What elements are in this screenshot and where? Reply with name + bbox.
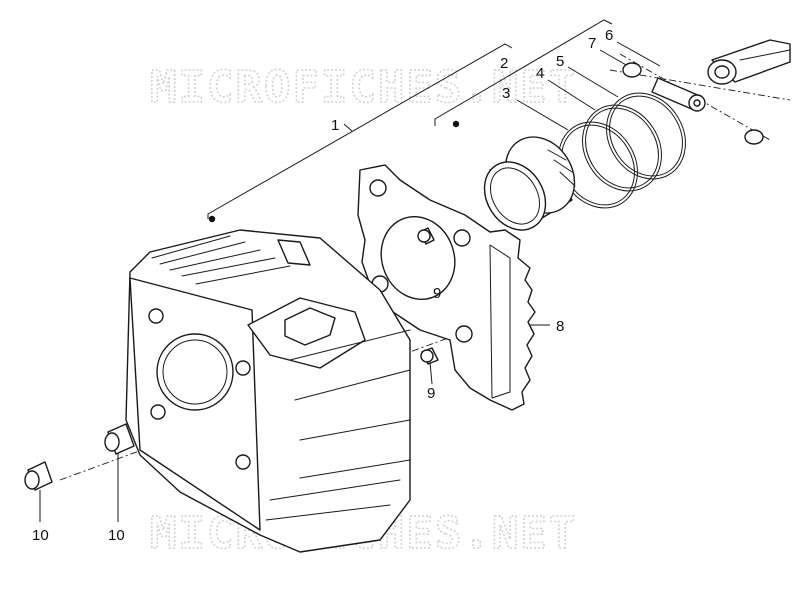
cylinder-block (125, 229, 411, 553)
callout-8: 8 (556, 318, 564, 335)
piston-ring-2 (582, 104, 662, 192)
callout-3: 3 (502, 85, 510, 102)
bracket-group-2 (434, 19, 613, 128)
callout-10-right: 10 (108, 527, 125, 544)
connecting-rod-end (707, 39, 791, 85)
leader-9b (429, 361, 433, 385)
callout-9-upper: 9 (433, 285, 441, 302)
callout-10-left: 10 (32, 527, 49, 544)
dowel-lower (420, 347, 439, 365)
leader-1 (343, 123, 353, 132)
piston-pin (651, 77, 706, 112)
callout-7: 7 (588, 35, 596, 52)
leader-7 (599, 49, 629, 67)
pin-clip-upper (622, 62, 642, 78)
callout-4: 4 (536, 65, 544, 82)
piston (483, 136, 576, 231)
watermark-top: MICROFICHES.NET (150, 62, 577, 113)
leader-5 (567, 66, 619, 98)
pin-clip-lower (744, 129, 764, 145)
callout-5: 5 (556, 53, 564, 70)
stud-nut-left (24, 461, 53, 491)
callout-2: 2 (500, 55, 508, 72)
leader-4 (547, 79, 596, 111)
axis-pin-line (609, 69, 791, 101)
callout-6: 6 (605, 27, 613, 44)
bracket-group-1 (207, 43, 513, 223)
leader-6 (616, 41, 661, 67)
stud-nut-right (104, 423, 135, 455)
callout-9-lower: 9 (427, 385, 435, 402)
dowel-upper (417, 227, 435, 245)
leader-3 (516, 99, 569, 131)
callout-1: 1 (331, 117, 339, 134)
piston-ring-3 (606, 92, 686, 180)
base-gasket (357, 164, 536, 411)
